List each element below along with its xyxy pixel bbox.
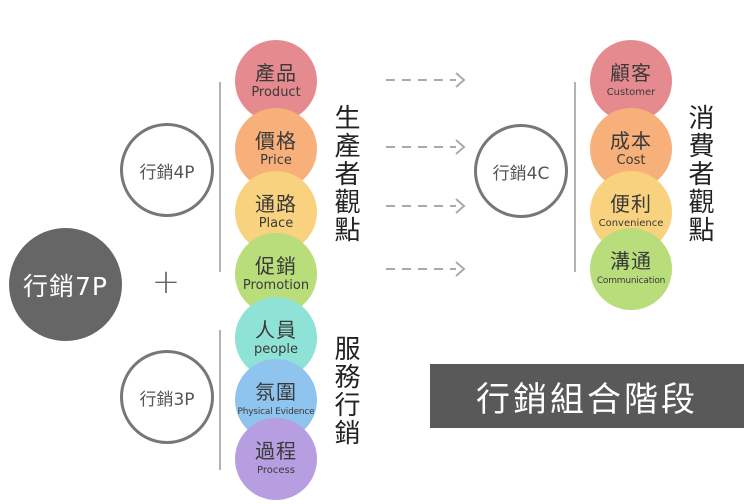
bubble-product-zh: 產品 — [255, 61, 297, 85]
marketing-3p-label: 行銷3P — [139, 389, 195, 410]
bracket-line-3p — [219, 330, 221, 470]
bubble-customer-zh: 顧客 — [610, 61, 652, 85]
marketing-4p-circle: 行銷4P — [120, 123, 214, 217]
producer-view-label: 生產者觀點 — [330, 104, 360, 244]
bubble-process-zh: 過程 — [255, 439, 297, 463]
bubble-communication-en: Communication — [596, 276, 666, 286]
banner-title: 行銷組合階段 — [476, 379, 698, 420]
bubble-physical-evidence-en: Physical Evidence — [237, 407, 315, 417]
bubble-cost-zh: 成本 — [610, 129, 652, 153]
bubble-physical-evidence-zh: 氛圍 — [255, 380, 297, 404]
bracket-line-4c — [574, 82, 576, 272]
service-marketing-label: 服務行銷 — [330, 335, 360, 447]
bubble-communication: 溝通 Communication — [590, 228, 672, 310]
marketing-4c-circle: 行銷4C — [474, 124, 568, 218]
bubble-promotion-zh: 促銷 — [255, 254, 297, 278]
bubble-place-zh: 通路 — [255, 192, 297, 216]
consumer-view-label: 消費者觀點 — [684, 104, 714, 244]
arrow-right-icon — [386, 72, 466, 88]
bubble-place-en: Place — [258, 216, 294, 231]
plus-icon: + — [151, 262, 181, 302]
marketing-3p-circle: 行銷3P — [120, 350, 214, 444]
bubble-process-en: Process — [257, 465, 295, 476]
bubble-product-en: Product — [251, 85, 301, 100]
arrow-right-icon — [386, 139, 466, 155]
bubble-people-zh: 人員 — [255, 318, 297, 342]
bubble-people-en: people — [253, 342, 299, 357]
bubble-promotion-en: Promotion — [242, 278, 310, 293]
bubble-price-en: Price — [260, 153, 292, 168]
arrow-right-icon — [386, 261, 466, 277]
marketing-mix-stage-banner: 行銷組合階段 — [430, 364, 744, 428]
marketing-7p-circle: 行銷7P — [9, 228, 122, 341]
bubble-convenience-en: Convenience — [598, 218, 664, 229]
bubble-process: 過程 Process — [235, 418, 317, 500]
bubble-price: 價格 Price — [235, 108, 317, 190]
bubble-cost-en: Cost — [616, 153, 646, 168]
marketing-4c-label: 行銷4C — [492, 163, 550, 184]
bubble-convenience-zh: 便利 — [610, 192, 652, 216]
arrow-right-icon — [386, 198, 466, 214]
bubble-place: 通路 Place — [235, 171, 317, 253]
bracket-line-4p — [219, 82, 221, 272]
marketing-7p-label: 行銷7P — [23, 271, 108, 301]
bubble-communication-zh: 溝通 — [610, 249, 652, 273]
marketing-4p-label: 行銷4P — [139, 162, 195, 183]
bubble-customer-en: Customer — [606, 87, 656, 98]
bubble-price-zh: 價格 — [255, 129, 297, 153]
